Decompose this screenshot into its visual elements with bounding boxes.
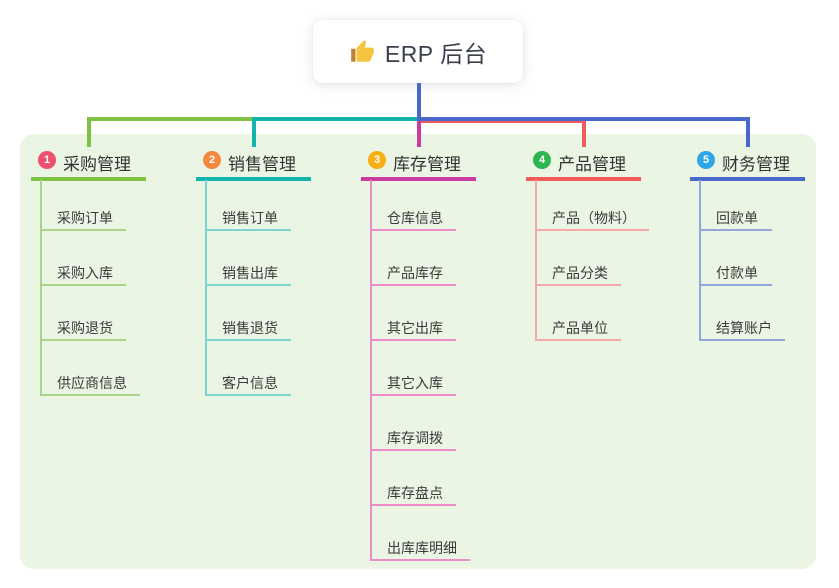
branch-underline-1: [31, 177, 146, 181]
drop-connector-branch-2: [251, 117, 256, 147]
child-node[interactable]: 产品分类: [552, 265, 608, 281]
child-node[interactable]: 产品（物料）: [552, 210, 636, 226]
drop-connector-branch-1: [86, 117, 91, 147]
drop-connector-branch-5: [745, 117, 750, 147]
branch-underline-5: [690, 177, 805, 181]
child-underline: [205, 229, 291, 231]
branch-node-4[interactable]: 4 产品管理: [526, 145, 641, 177]
branch-child-spine-5: [699, 180, 701, 341]
child-underline: [535, 339, 621, 341]
branches-background-panel: [20, 134, 816, 569]
child-node[interactable]: 销售退货: [222, 320, 278, 336]
bus-segment-finance: [416, 117, 750, 121]
child-node[interactable]: 采购订单: [57, 210, 113, 226]
branch-label: 库存管理: [393, 155, 461, 174]
child-underline: [370, 449, 456, 451]
branch-label: 财务管理: [722, 155, 790, 174]
child-node[interactable]: 销售出库: [222, 265, 278, 281]
child-underline: [40, 284, 126, 286]
child-node[interactable]: 其它出库: [387, 320, 443, 336]
child-underline: [40, 229, 126, 231]
branch-label: 产品管理: [558, 155, 626, 174]
child-underline: [40, 339, 126, 341]
branch-child-spine-1: [40, 180, 42, 396]
child-node[interactable]: 客户信息: [222, 375, 278, 391]
branch-node-3[interactable]: 3 库存管理: [361, 145, 476, 177]
branch-underline-2: [196, 177, 311, 181]
bus-segment-sales: [251, 117, 419, 121]
child-node[interactable]: 仓库信息: [387, 210, 443, 226]
child-underline: [370, 504, 456, 506]
child-node[interactable]: 回款单: [716, 210, 758, 226]
child-node[interactable]: 销售订单: [222, 210, 278, 226]
child-node[interactable]: 供应商信息: [57, 375, 127, 391]
root-node-label: ERP 后台: [384, 40, 488, 67]
child-node[interactable]: 产品库存: [387, 265, 443, 281]
child-node[interactable]: 结算账户: [716, 320, 772, 336]
branch-underline-4: [526, 177, 641, 181]
child-underline: [205, 339, 291, 341]
branch-node-5[interactable]: 5 财务管理: [690, 145, 805, 177]
child-underline: [699, 229, 772, 231]
child-underline: [370, 284, 456, 286]
branch-badge-2: 2: [203, 151, 221, 169]
child-underline: [535, 284, 621, 286]
branch-child-spine-2: [205, 180, 207, 396]
child-node[interactable]: 库存调拨: [387, 430, 443, 446]
branch-child-spine-4: [535, 180, 537, 341]
branch-badge-4: 4: [533, 151, 551, 169]
branch-badge-1: 1: [38, 151, 56, 169]
child-underline: [699, 339, 785, 341]
child-underline: [205, 394, 291, 396]
thumbs-up-icon: [349, 39, 375, 65]
drop-connector-branch-4: [581, 117, 586, 147]
child-node[interactable]: 出库库明细: [387, 540, 457, 556]
child-underline: [40, 394, 140, 396]
child-node[interactable]: 付款单: [716, 265, 758, 281]
child-underline: [535, 229, 649, 231]
child-underline: [370, 339, 456, 341]
branch-underline-3: [361, 177, 476, 181]
child-underline: [699, 284, 772, 286]
root-node[interactable]: ERP 后台: [313, 20, 523, 83]
branch-node-1[interactable]: 1 采购管理: [31, 145, 146, 177]
bus-segment-purchase: [86, 117, 254, 121]
branch-child-spine-3: [370, 180, 372, 561]
branch-label: 采购管理: [63, 155, 131, 174]
bus-segment-product-hidden: [418, 119, 584, 123]
root-connector: [416, 83, 421, 121]
child-underline: [370, 229, 456, 231]
child-underline: [370, 394, 456, 396]
branch-badge-5: 5: [697, 151, 715, 169]
drop-connector-branch-3: [416, 117, 421, 147]
child-node[interactable]: 库存盘点: [387, 485, 443, 501]
child-node[interactable]: 产品单位: [552, 320, 608, 336]
branch-badge-3: 3: [368, 151, 386, 169]
child-underline: [205, 284, 291, 286]
branch-label: 销售管理: [228, 155, 296, 174]
child-underline: [370, 559, 470, 561]
child-node[interactable]: 采购退货: [57, 320, 113, 336]
child-node[interactable]: 采购入库: [57, 265, 113, 281]
branch-node-2[interactable]: 2 销售管理: [196, 145, 311, 177]
child-node[interactable]: 其它入库: [387, 375, 443, 391]
